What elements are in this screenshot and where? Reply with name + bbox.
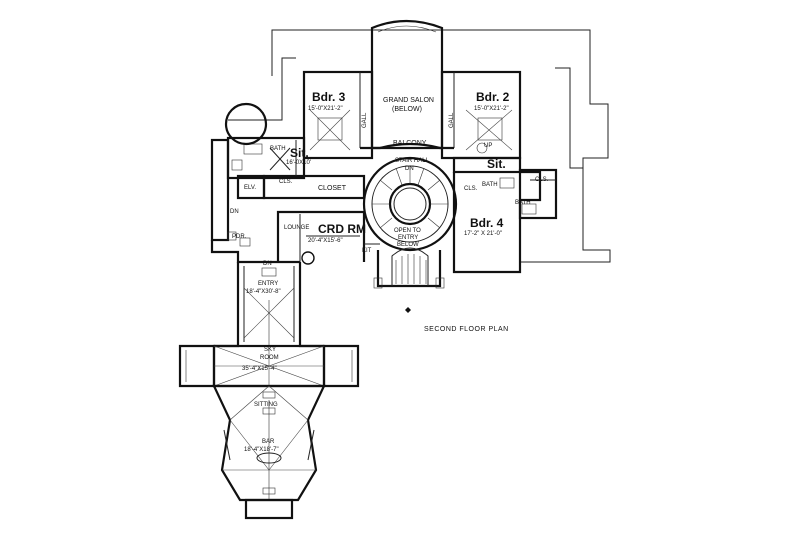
round-turret	[224, 102, 268, 146]
up-label: UP	[484, 143, 492, 149]
sky-room-label: ROOM	[260, 355, 279, 361]
stair-dn-label: DN	[405, 166, 414, 172]
plan-title: SECOND FLOOR PLAN	[424, 326, 509, 333]
room-labels: Bdr. 3 15'-0"X21'-2" GRAND SALON (BELOW)…	[230, 90, 549, 453]
grand-salon-below: (BELOW)	[392, 106, 422, 113]
grand-salon-tower	[370, 19, 444, 150]
balcony-arc	[360, 142, 454, 150]
balcony-label: BALCONY	[393, 140, 427, 147]
bath-right2-label: BATH	[515, 200, 531, 206]
card-room-block	[210, 210, 380, 264]
cls3-label: CLS.	[535, 177, 549, 183]
crd-room-dims: 20'-4"X15'-6"	[308, 238, 343, 244]
sit-right-label: Sit.	[487, 157, 506, 171]
roof-outline	[228, 29, 611, 263]
cls1-label: CLS.	[279, 179, 293, 185]
sky-label: SKY	[264, 347, 276, 353]
west-block	[210, 136, 366, 242]
entry-dn-label: DN	[263, 261, 272, 267]
bath-right-label: BATH	[482, 182, 498, 188]
bdr4-dims: 17'-2" X 21'-0"	[464, 231, 502, 237]
bdr3-dims: 15'-0"X21'-2"	[308, 106, 343, 112]
east-wing	[452, 142, 558, 274]
elv-label: ELV.	[244, 185, 256, 191]
kit-label: KIT	[362, 248, 372, 254]
open-below-label: BELOW	[397, 242, 419, 248]
grand-salon-label: GRAND SALON	[383, 97, 434, 104]
sit-left-label: Sit.	[290, 146, 309, 160]
lounge-label: LOUNGE	[284, 225, 309, 231]
bdr2-dims: 15'-0"X21'-2"	[474, 106, 509, 112]
open-entry-label: ENTRY	[398, 235, 418, 241]
bdr4-label: Bdr. 4	[470, 216, 504, 230]
gall-right-label: GALL	[449, 112, 455, 128]
stair-hall-label: STAIR HALL	[395, 158, 430, 164]
bdr3-label: Bdr. 3	[312, 90, 346, 104]
marker-icon	[405, 307, 411, 313]
bdr2-label: Bdr. 2	[476, 90, 510, 104]
entry-dims: 18'-4"X30'-8"	[246, 289, 281, 295]
bath-left-label: BATH	[270, 146, 286, 152]
sky-room	[178, 344, 360, 388]
dn-left-label: DN	[230, 209, 239, 215]
cls2-label: CLS.	[464, 186, 478, 192]
gall-left-label: GALL	[362, 112, 368, 128]
front-entry-bay	[373, 247, 445, 289]
stair-rotunda	[362, 156, 458, 252]
crd-room-label: CRD RM	[318, 222, 366, 236]
bar-wing	[212, 384, 326, 520]
entry-label: ENTRY	[258, 281, 278, 287]
sitting-label: SITTING	[254, 402, 278, 408]
bar-dims: 18'-4"X18'-7"	[244, 447, 279, 453]
pdr-label: PDR.	[232, 234, 247, 240]
open-to-label: OPEN TO	[394, 228, 421, 234]
sky-room-dims: 35'-4"X15'-4"	[242, 366, 277, 372]
bar-label: BAR	[262, 439, 275, 445]
sit-left-dims: 16'-0X10'	[286, 160, 311, 166]
closet-label: CLOSET	[318, 185, 347, 192]
